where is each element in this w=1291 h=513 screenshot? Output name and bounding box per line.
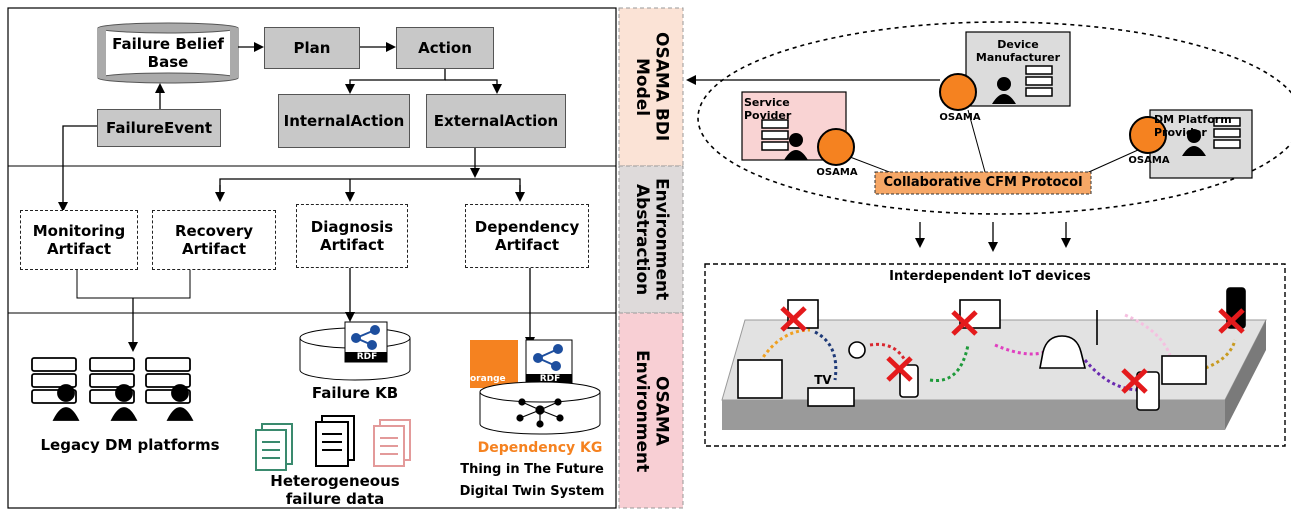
person-server-icon: [761, 65, 1241, 160]
arrow-action-internal: [345, 68, 446, 94]
dependency-artifact-box: Dependency Artifact: [465, 204, 589, 268]
rdf-logo-2: [525, 339, 573, 385]
arrow-event-monitoring: [58, 125, 97, 212]
dependency-kg-label: Dependency KG: [477, 439, 603, 456]
tv-label: TV: [814, 372, 832, 387]
thing-future-label: Thing in The Future: [460, 462, 604, 478]
arrow-action-external: [445, 79, 502, 94]
failure-belief-base-label: Failure Belief Base: [112, 35, 224, 71]
legacy-dm-label: Legacy DM platforms: [40, 436, 220, 454]
osama-label-2: OSAMA: [939, 112, 981, 123]
rdf-logo-1: [344, 321, 388, 363]
link-dmp-protocol: [1079, 149, 1139, 177]
osama-agent-icon: [817, 128, 855, 166]
left-frame: [7, 7, 617, 509]
osama-agent-icon: [939, 73, 977, 111]
recovery-artifact-box: Recovery Artifact: [152, 210, 276, 270]
orange-logo-text: orange: [470, 373, 506, 384]
protocol-label: Collaborative CFM Protocol: [883, 175, 1083, 191]
diagnosis-artifact-box: Diagnosis Artifact: [296, 204, 408, 268]
server-person-icon: [31, 357, 194, 421]
osama-agent-icon: [1129, 116, 1167, 154]
failure-event-box: FailureEvent: [97, 109, 221, 147]
osama-label-3: OSAMA: [1128, 155, 1170, 166]
osama-community-ellipse: [697, 21, 1291, 215]
heterogeneous-data-label: Heterogeneous failure data: [270, 472, 400, 508]
iot-device-icons: [737, 287, 1246, 411]
external-action-box: ExternalAction: [426, 94, 566, 148]
digital-twin-label: Digital Twin System: [459, 484, 605, 500]
service-provider-label: Service Povider: [744, 95, 792, 122]
link-dm-protocol: [967, 109, 986, 173]
orange-logo: [470, 340, 518, 388]
side-label-env-abstraction: Environment Abstraction: [632, 178, 672, 301]
dm-platform-label: DM Platform Provider: [1154, 112, 1232, 139]
protocol-box: [874, 171, 1092, 195]
plan-box: Plan: [264, 27, 360, 69]
rdf-text-1: RDF: [356, 351, 378, 362]
side-bar-bdi: [618, 7, 684, 167]
action-box: Action: [396, 27, 494, 69]
iot-title: Interdependent IoT devices: [889, 269, 1091, 285]
failure-kb-label: Failure KB: [311, 384, 399, 402]
side-bar-osama-env: [618, 312, 684, 509]
monitoring-artifact-box: Monitoring Artifact: [20, 210, 138, 270]
failure-cross-icon: [780, 306, 1245, 394]
internal-action-box: InternalAction: [278, 94, 410, 148]
failure-belief-base-cylinder: [97, 22, 239, 84]
side-label-bdi: OSAMA BDI Model: [632, 32, 672, 142]
side-label-osama-env: OSAMA Environment: [632, 349, 672, 473]
osama-label-1: OSAMA: [816, 167, 858, 178]
side-bar-env-abstraction: [618, 165, 684, 314]
document-icons: [255, 415, 411, 471]
artifact-bus: [219, 178, 521, 195]
device-manufacturer-label: Device Manufacturer: [975, 37, 1061, 64]
rdf-text-2: RDF: [539, 373, 561, 384]
dependency-kg-cylinder: [479, 381, 601, 435]
